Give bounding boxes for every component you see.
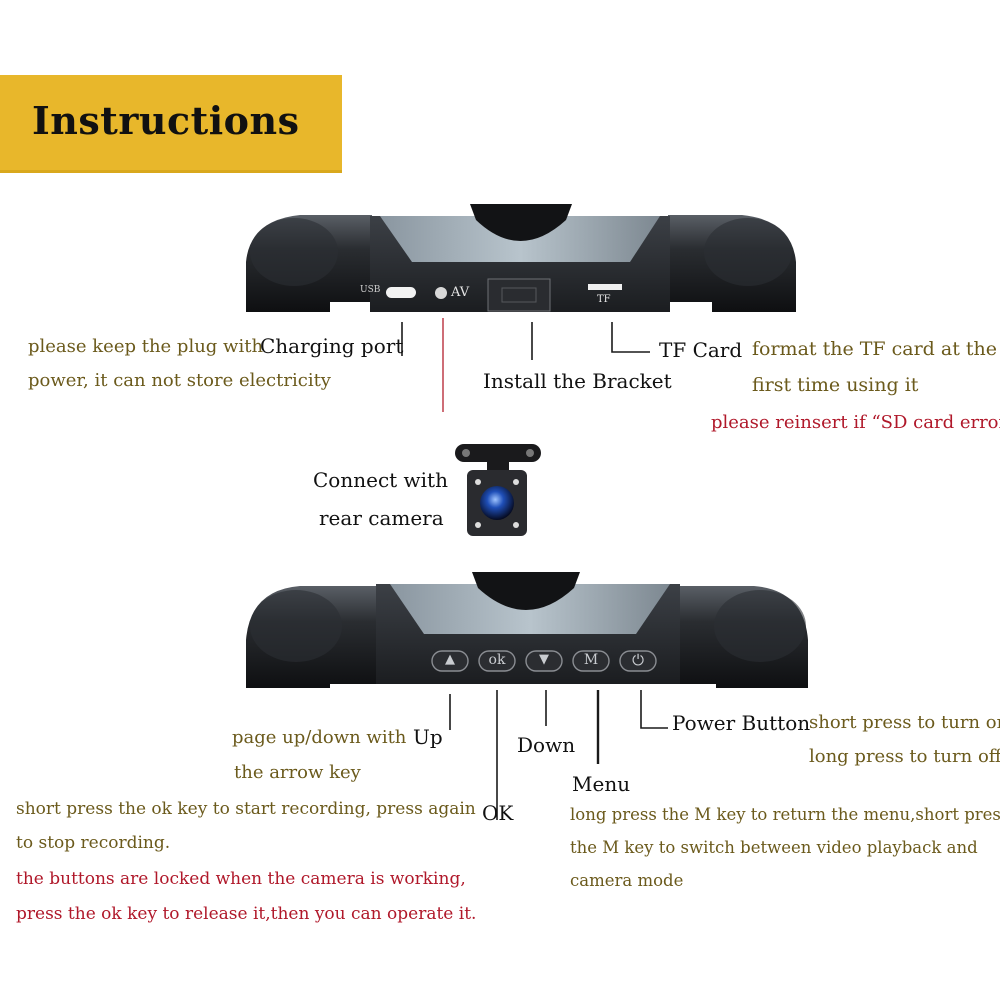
menu-button[interactable]: M	[583, 652, 599, 668]
up-label: Up	[413, 725, 443, 749]
plug-note-line1: please keep the plug with	[28, 336, 264, 357]
power-note-line2: long press to turn off	[809, 746, 1000, 767]
menu-note-line2: the M key to switch between video playba…	[570, 838, 978, 857]
page-note-line2: the arrow key	[234, 762, 361, 783]
tf-error-note: please reinsert if “SD card error”	[711, 412, 1000, 433]
page-note-line1: page up/down with	[232, 727, 407, 748]
down-label: Down	[517, 733, 576, 757]
menu-note-line3: camera mode	[570, 871, 684, 890]
tf-note-line1: format the TF card at the	[752, 338, 997, 360]
power-note-line1: short press to turn on	[809, 712, 1000, 733]
power-button-label: Power Button	[672, 711, 811, 735]
lock-note-line1: the buttons are locked when the camera i…	[16, 869, 466, 889]
page-title: Instructions	[32, 98, 300, 143]
tf-note-line2: first time using it	[752, 374, 919, 396]
tf-slot-label: TF	[597, 294, 611, 305]
top-dashcam	[246, 204, 796, 312]
plug-note-line2: power, it can not store electricity	[28, 370, 331, 391]
up-button[interactable]: ▲	[445, 652, 455, 667]
ok-button[interactable]: ok	[488, 652, 506, 668]
ok-label: OK	[482, 801, 514, 825]
ok-note-line2: to stop recording.	[16, 833, 171, 853]
connect-with-label: Connect with	[313, 468, 448, 492]
down-button[interactable]: ▼	[539, 652, 549, 667]
pointer-lines	[401, 318, 668, 820]
ok-note-line1: short press the ok key to start recordin…	[16, 799, 476, 819]
menu-label: Menu	[572, 772, 631, 796]
title-banner	[0, 75, 342, 173]
lock-note-line2: press the ok key to release it,then you …	[16, 904, 477, 924]
av-port-label: AV	[451, 285, 470, 300]
menu-note-line1: long press the M key to return the menu,…	[570, 805, 1000, 824]
rear-camera-label: rear camera	[319, 506, 444, 530]
install-bracket-label: Install the Bracket	[483, 369, 672, 393]
bottom-dashcam	[246, 572, 808, 688]
tf-card-label: TF Card	[659, 338, 743, 362]
usb-port-label: USB	[360, 285, 381, 295]
charging-port-label: Charging port	[260, 334, 404, 358]
power-button[interactable]: ⏻	[632, 651, 644, 669]
rear-camera-image	[455, 444, 541, 536]
